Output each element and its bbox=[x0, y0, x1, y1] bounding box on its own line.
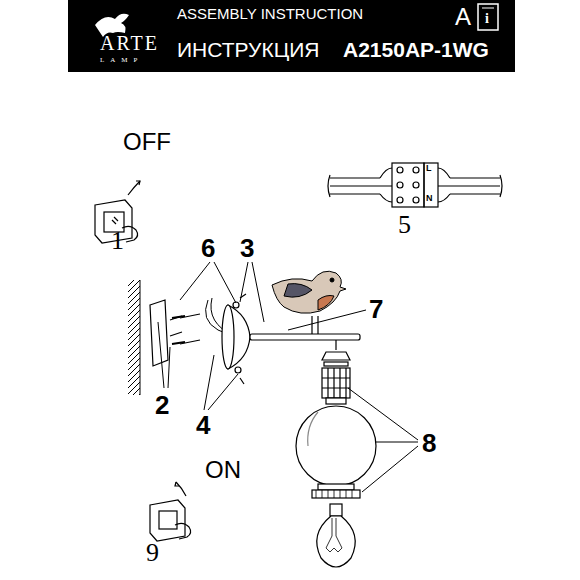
wall bbox=[128, 280, 140, 395]
leader-lines bbox=[158, 262, 418, 492]
logo-subtext: LAMP bbox=[100, 57, 143, 64]
header-title: ИНСТРУКЦИЯ bbox=[177, 39, 319, 60]
terminal-block bbox=[328, 163, 502, 207]
switch-on bbox=[150, 482, 191, 541]
switch-state: OFF bbox=[123, 130, 171, 154]
switch-state: ON bbox=[205, 458, 241, 482]
model-number: A2150AP-1WG bbox=[343, 39, 489, 60]
lantern bbox=[322, 340, 350, 404]
glass-globe bbox=[296, 406, 376, 498]
mounting-plate bbox=[150, 300, 200, 366]
bird-figure bbox=[272, 271, 346, 313]
info-icon-letter: i bbox=[485, 12, 489, 26]
callout-number: 4 bbox=[196, 412, 210, 438]
header-bar bbox=[68, 0, 515, 72]
book-icon bbox=[478, 4, 498, 30]
canopy bbox=[222, 294, 250, 384]
callout-number: 6 bbox=[201, 235, 215, 261]
bulb bbox=[317, 504, 355, 567]
header-title: ASSEMBLY INSTRUCTION bbox=[177, 6, 363, 21]
arm bbox=[250, 316, 360, 340]
callout-number: 7 bbox=[369, 296, 383, 322]
callout-number: 5 bbox=[398, 212, 411, 238]
callout-number: 9 bbox=[146, 540, 159, 566]
header-letter: A bbox=[455, 5, 471, 29]
callout-number: 8 bbox=[422, 430, 436, 456]
callout-number: 3 bbox=[240, 235, 254, 261]
callout-number: 2 bbox=[155, 392, 169, 418]
callout-number: 1 bbox=[111, 228, 124, 254]
logo-text: ARTE bbox=[100, 33, 159, 53]
terminal-name: N bbox=[426, 194, 433, 203]
terminal-name: L bbox=[426, 164, 432, 173]
